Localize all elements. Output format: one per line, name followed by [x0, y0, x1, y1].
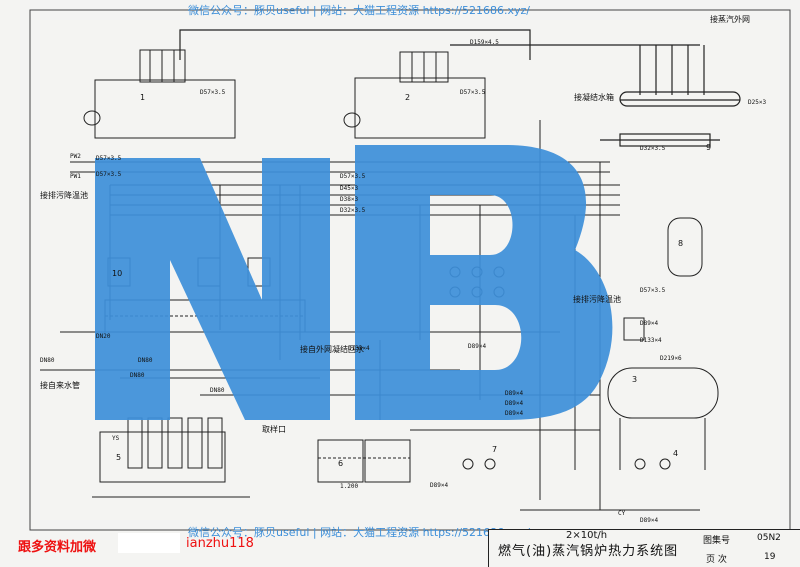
title-main: 燃气(油)蒸汽锅炉热力系统图	[498, 544, 679, 559]
boiler-2	[343, 51, 486, 139]
label-d133-b: D133×4	[348, 345, 370, 352]
label-d32-b: D32×3.5	[640, 145, 666, 152]
promo-text: 跟多资料加微	[18, 540, 97, 555]
label-sewage-drain-2: 接排污降温池	[573, 294, 621, 304]
label-cy: CY	[618, 510, 626, 517]
label-eq6: 6	[338, 459, 343, 468]
label-dn80-b: DN80	[130, 372, 145, 379]
label-d219: D219×6	[660, 355, 682, 362]
atlas-label: 图集号	[703, 536, 731, 546]
label-d89-g: D89×4	[430, 482, 448, 489]
label-eq1: 1	[140, 93, 145, 102]
watermark-bottom: 微信公众号：豚贝useful | 网站：大猫工程资源 https://52168…	[188, 526, 530, 539]
label-d159: D159×4.5	[470, 39, 499, 46]
label-d38: D38×3	[340, 196, 358, 203]
label-ys: YS	[112, 435, 120, 442]
nb-watermark	[95, 145, 613, 420]
label-sewage-drain: 接排污降温池	[40, 190, 88, 200]
label-dn80-a: DN80	[40, 357, 55, 364]
label-eq7: 7	[492, 445, 497, 454]
condensate-tank-6	[317, 439, 411, 483]
label-eq3: 3	[632, 375, 637, 384]
promo-text-2: ianzhu118	[186, 536, 254, 551]
label-dn80-c: DN80	[210, 387, 225, 394]
label-d89-d: D89×4	[505, 410, 523, 417]
label-d133: D133×4	[640, 337, 662, 344]
label-d32: D32×3.5	[340, 207, 366, 214]
label-steam-net: 接蒸汽外网	[710, 14, 750, 24]
tank-8	[667, 217, 703, 277]
label-d45: D45×3	[340, 185, 358, 192]
label-d89-f: D89×4	[640, 517, 658, 524]
redacted-box	[118, 533, 180, 553]
label-city-water: 接自来水管	[40, 380, 80, 390]
label-elev: 1.200	[340, 483, 358, 490]
label-eq8: 8	[678, 239, 683, 248]
boiler-1	[83, 49, 236, 139]
label-d57-f: D57×3.5	[640, 287, 666, 294]
watermark-top: 微信公众号：豚贝useful | 网站：大猫工程资源 https://52168…	[188, 4, 530, 17]
label-eq9: 9	[706, 143, 711, 152]
label-dn20: DN20	[96, 333, 111, 340]
label-eq2: 2	[405, 93, 410, 102]
label-d89-b: D89×4	[505, 390, 523, 397]
label-pw1: PW1	[70, 173, 81, 180]
label-d89-e: D89×4	[640, 320, 658, 327]
label-d25: D25×3	[748, 99, 766, 106]
label-sampling: 取样口	[262, 424, 286, 434]
label-d89-c: D89×4	[505, 400, 523, 407]
title-block	[488, 529, 800, 567]
label-dn80-d: DN80	[138, 357, 153, 364]
label-pw2: PW2	[70, 153, 81, 160]
drawing-frame	[29, 9, 791, 531]
label-eq5: 5	[116, 453, 121, 462]
label-d57-e: D57×3.5	[460, 89, 486, 96]
label-d57-b: D57×3.5	[96, 171, 122, 178]
label-eq4: 4	[673, 449, 678, 458]
label-d57-c: D57×3.5	[340, 173, 366, 180]
label-condensate-tank: 接凝结水箱	[574, 92, 614, 102]
label-d57-d: D57×3.5	[200, 89, 226, 96]
title-subtitle: 2×10t/h	[566, 530, 608, 541]
steam-header	[179, 29, 741, 147]
label-eq10: 10	[112, 269, 122, 278]
label-ext-condensate: 接自外网凝结回水	[300, 344, 364, 354]
label-d57-a: D57×3.5	[96, 155, 122, 162]
label-d89-a: D89×4	[468, 343, 486, 350]
deaerator-3	[607, 317, 719, 470]
page-label: 页 次	[706, 555, 727, 565]
page-value: 19	[764, 552, 776, 562]
atlas-value: 05N2	[757, 533, 781, 543]
